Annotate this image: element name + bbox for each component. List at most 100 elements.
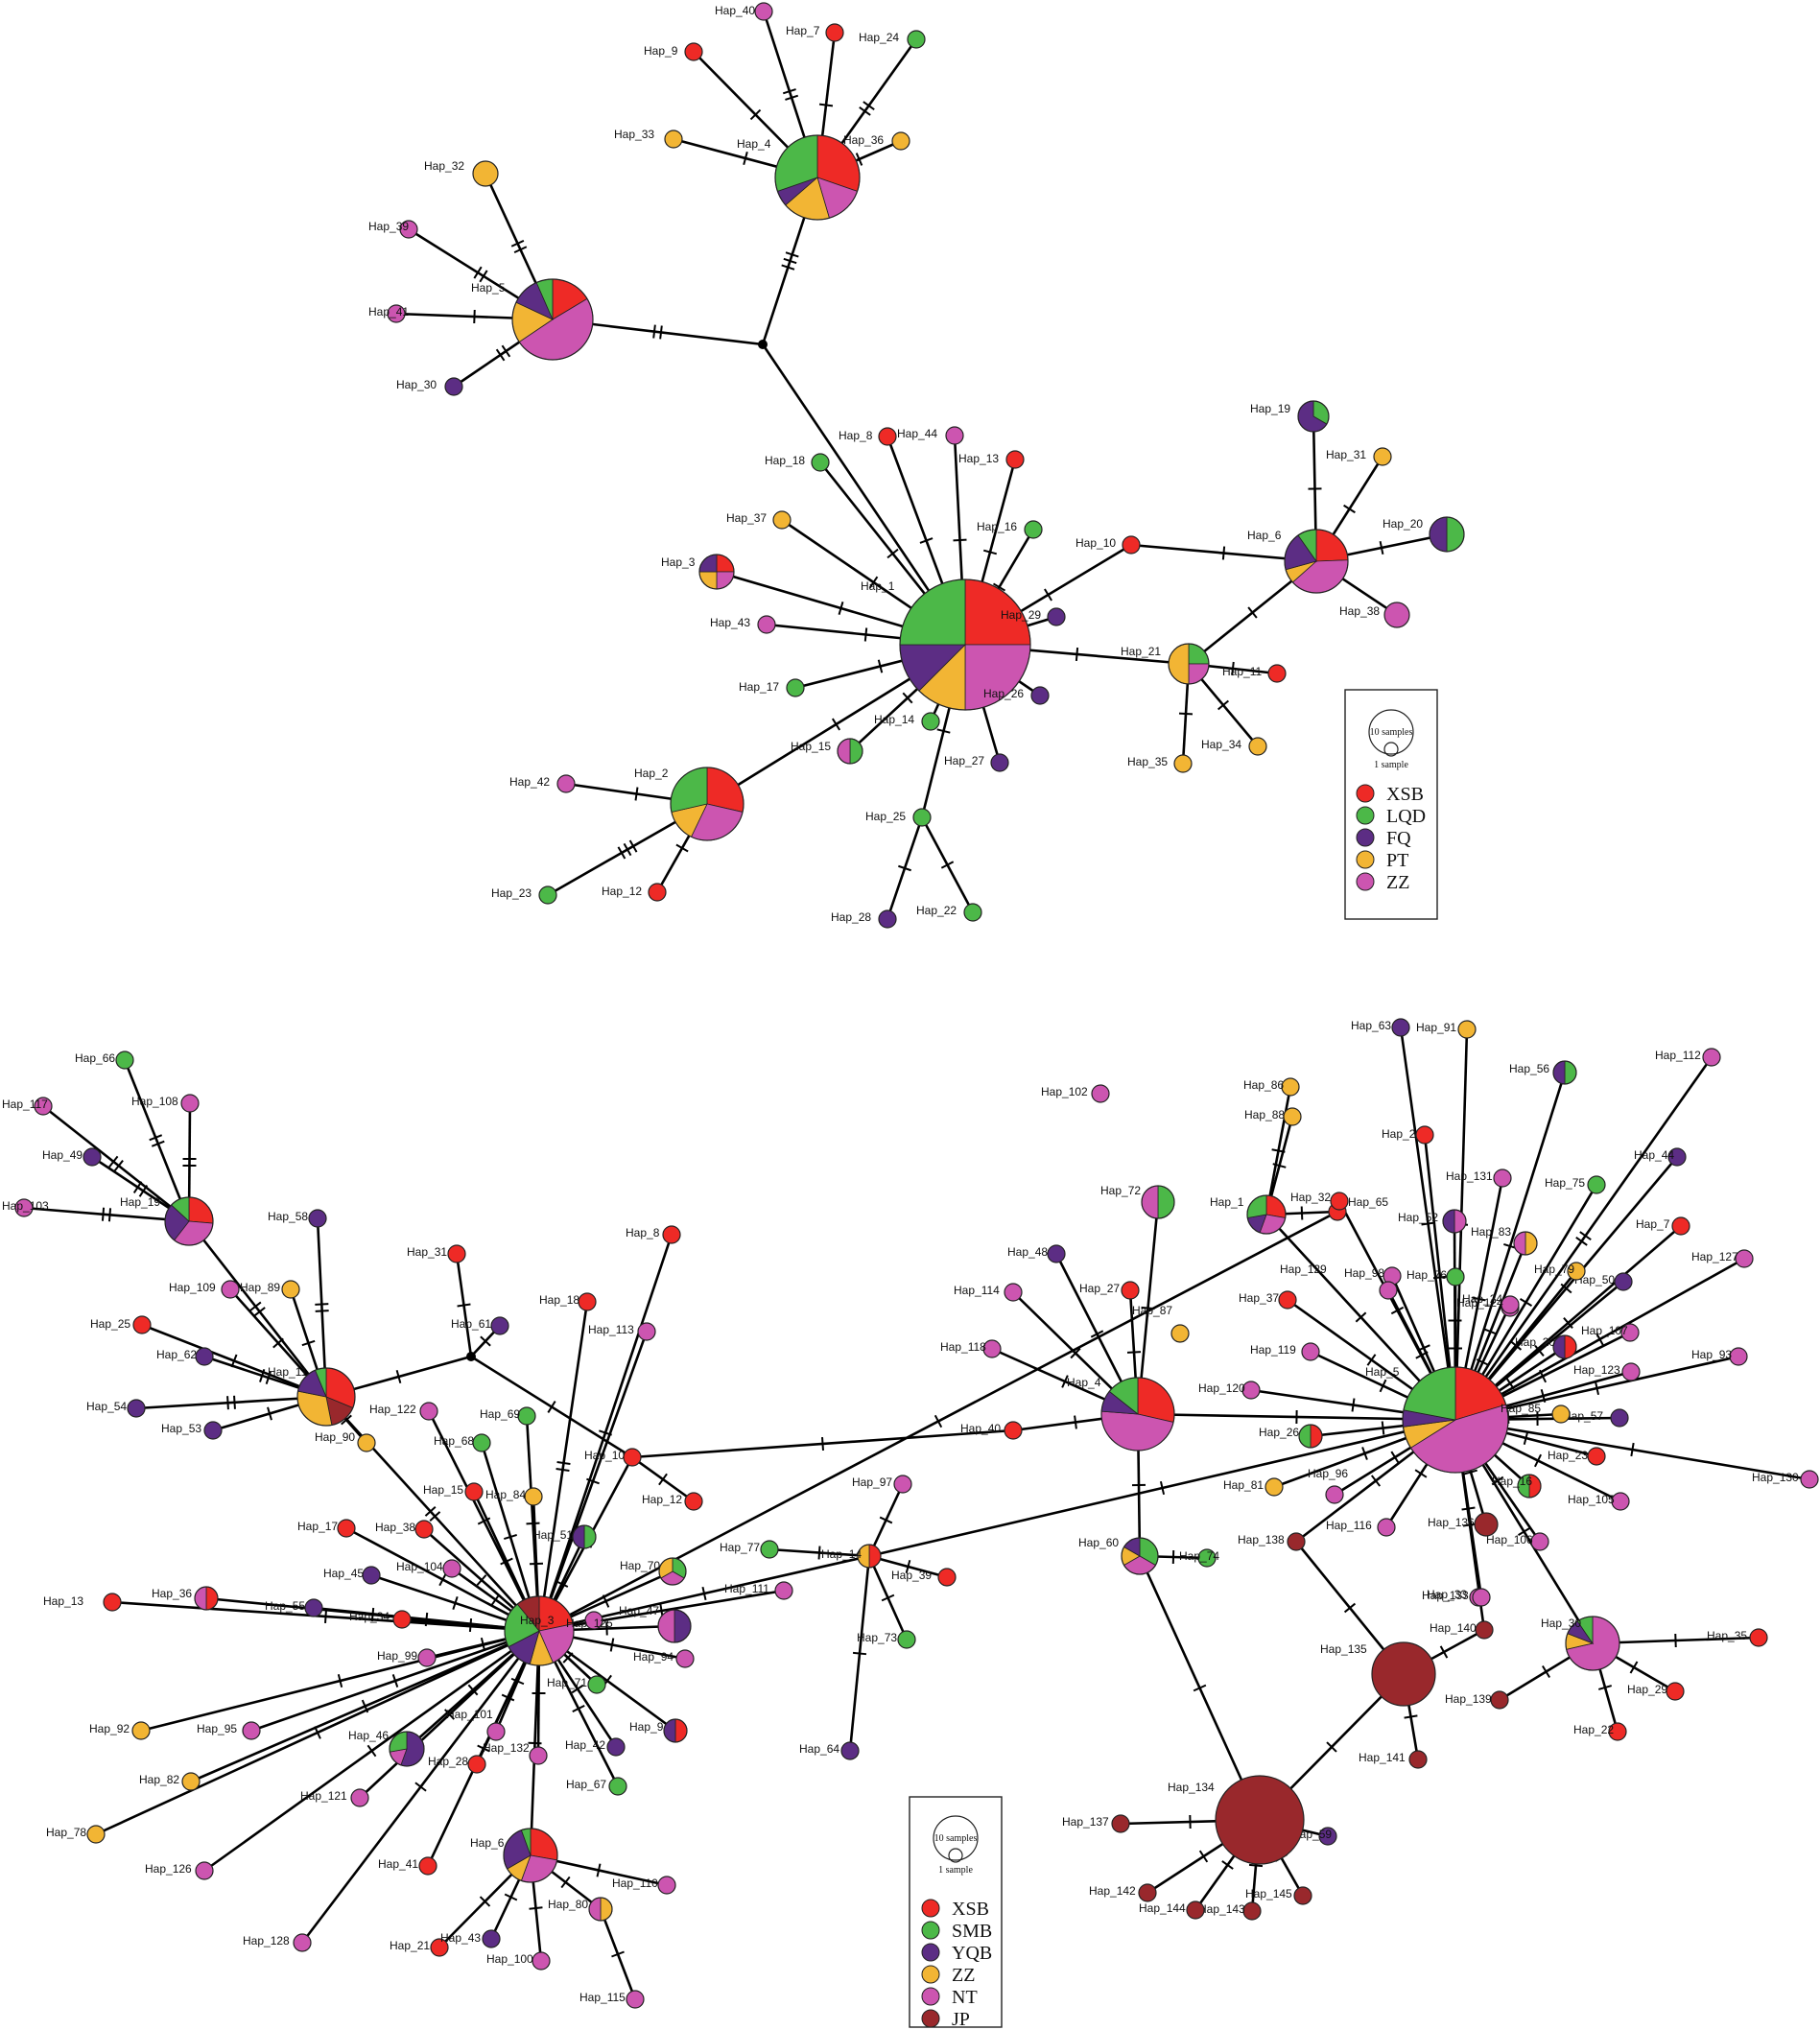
bottom-node-hap-137: [1111, 1814, 1130, 1833]
bottom-mutation-tick: [1472, 1296, 1486, 1302]
bottom-mutation-tick: [602, 1594, 610, 1608]
bottom-label-hap-17: Hap_17: [297, 1520, 338, 1533]
bottom-node-hap-100: [532, 1951, 551, 1971]
bottom-node-hap-67: [608, 1777, 627, 1796]
bottom-label-hap-93: Hap_93: [1691, 1348, 1732, 1361]
top-node-hap-13: [1005, 450, 1025, 469]
bottom-node-hap-83-slice-NT: [1513, 1231, 1526, 1256]
bottom-mutation-tick: [611, 1950, 625, 1958]
bottom-label-hap-76: Hap_76: [1406, 1268, 1447, 1282]
bottom-mutation-tick: [701, 1586, 707, 1601]
bottom-node-hap-116-slice-NT: [1377, 1518, 1396, 1537]
top-label-hap-17: Hap_17: [739, 680, 779, 694]
top-mutation-tick: [652, 324, 656, 339]
bottom-mutation-tick: [337, 1673, 343, 1688]
top-node-hap-16: [1024, 520, 1043, 539]
bottom-mutation-tick: [528, 1741, 542, 1745]
bottom-node-hap-95-slice-NT: [242, 1721, 261, 1740]
bottom-node-hap-22-slice-XSB: [1608, 1722, 1627, 1741]
bottom-label-hap-85: Hap_85: [1501, 1402, 1541, 1415]
bottom-node-hap-126: [195, 1861, 214, 1880]
bottom-node-hap-17: [337, 1519, 356, 1538]
bottom-label-hap-54: Hap_54: [86, 1400, 127, 1413]
bottom-mutation-tick: [1390, 1451, 1400, 1464]
bottom-label-hap-60: Hap_60: [1078, 1536, 1119, 1549]
bottom-mutation-tick: [556, 1461, 571, 1466]
bottom-node-hap-97-slice-NT: [893, 1475, 912, 1494]
bottom-mutation-tick: [1061, 1375, 1069, 1388]
top-node-hap-21-slice-PT: [1168, 643, 1190, 685]
top-label-hap-6: Hap_6: [1247, 529, 1282, 542]
top-node-hap-11: [1267, 664, 1287, 683]
legend-label-zz: ZZ: [952, 1965, 975, 1986]
bottom-mutation-tick: [1366, 1354, 1377, 1366]
bottom-node-hap-126-slice-NT: [195, 1861, 214, 1880]
top-node-hap-31: [1373, 447, 1392, 466]
bottom-mutation-tick: [151, 1140, 165, 1147]
bottom-node-hap-29: [1666, 1682, 1685, 1701]
bottom-node-hap-118-slice-NT: [982, 1339, 1002, 1358]
top-node-hap-43: [757, 615, 776, 634]
bottom-mutation-tick: [500, 1557, 513, 1566]
top-mutation-tick: [886, 548, 899, 559]
bottom-node-hap-14: [857, 1544, 882, 1569]
bottom-node-hap-86-slice-ZZ: [1281, 1077, 1300, 1097]
top-node-hap-6: [1284, 529, 1349, 594]
bottom-label-hap-141: Hap_141: [1359, 1751, 1406, 1764]
bottom-node-hap-4: [1100, 1377, 1175, 1452]
top-node-hap-30: [444, 377, 463, 396]
bottom-node-hap-27-slice-XSB: [1121, 1281, 1140, 1300]
bottom-label-hap-120: Hap_120: [1198, 1381, 1245, 1395]
bottom-node-hap-16: [1517, 1474, 1542, 1499]
top-node-hap-7-slice-XSB: [825, 23, 844, 42]
bottom-mutation-tick: [468, 1617, 473, 1633]
top-mutation-tick: [863, 101, 875, 111]
bottom-node-hap-91-slice-ZZ: [1457, 1020, 1477, 1039]
bottom-node-hap-21-slice-XSB: [430, 1938, 449, 1957]
legend-label-smb: SMB: [952, 1921, 992, 1942]
bottom-node-hap-136-slice-JP: [1474, 1512, 1499, 1537]
bottom-node-hap-56-outline: [1552, 1060, 1577, 1085]
bottom-mutation-tick: [429, 1511, 441, 1522]
bottom-node-hap-76: [1446, 1267, 1465, 1286]
bottom-node-hap-23: [1587, 1447, 1606, 1466]
top-label-hap-9: Hap_9: [644, 44, 678, 58]
top-mutation-tick: [868, 576, 879, 589]
bottom-node-hap-105-slice-NT: [1611, 1492, 1630, 1511]
bottom-node-hap-23-slice-XSB: [1587, 1447, 1606, 1466]
bottom-label-hap-14: Hap_14: [821, 1547, 862, 1561]
bottom-label-hap-23: Hap_23: [1548, 1449, 1588, 1462]
bottom-mutation-tick: [324, 1609, 327, 1624]
bottom-label-hap-51: Hap_51: [532, 1528, 573, 1542]
bottom-label-hap-139: Hap_139: [1445, 1692, 1492, 1706]
bottom-node-hap-130: [1800, 1470, 1819, 1489]
bottom-label-hap-112: Hap_112: [1655, 1049, 1701, 1062]
network-top-edges: [395, 11, 1448, 920]
bottom-node-hap-114: [1004, 1283, 1023, 1302]
bottom-node-hap-43: [482, 1929, 501, 1948]
bottom-label-hap-113: Hap_113: [588, 1323, 634, 1336]
bottom-node-hap-145: [1293, 1886, 1312, 1905]
bottom-mutation-tick: [1159, 1480, 1166, 1496]
bottom-node-hap-109-slice-NT: [221, 1280, 240, 1299]
bottom-node-hap-16-outline: [1517, 1474, 1542, 1499]
bottom-node-hap-127-slice-NT: [1735, 1249, 1754, 1268]
bottom-mutation-tick: [443, 1709, 456, 1720]
bottom-mutation-tick: [1579, 1231, 1592, 1240]
top-label-hap-39: Hap_39: [368, 220, 409, 233]
legend-bottom-size-large: 10 samples: [934, 1833, 978, 1844]
bottom-label-hap-47: Hap_47: [619, 1604, 659, 1617]
bottom-node-hap-106-slice-NT: [1530, 1532, 1549, 1551]
bottom-label-hap-103: Hap_103: [2, 1199, 49, 1213]
top-node-hap-34-slice-PT: [1248, 737, 1267, 756]
top-node-hap-12-slice-XSB: [648, 883, 667, 902]
bottom-mutation-tick: [1432, 1275, 1448, 1280]
bottom-node-hap-133: [1472, 1588, 1491, 1607]
top-median-vector: [758, 340, 768, 349]
bottom-node-hap-60-outline: [1121, 1537, 1159, 1575]
bottom-mutation-tick: [108, 1155, 119, 1168]
top-label-hap-34: Hap_34: [1201, 738, 1241, 751]
bottom-mutation-tick: [529, 1562, 544, 1566]
bottom-node-hap-124-slice-NT: [1501, 1295, 1520, 1314]
top-mutation-tick: [501, 344, 511, 358]
